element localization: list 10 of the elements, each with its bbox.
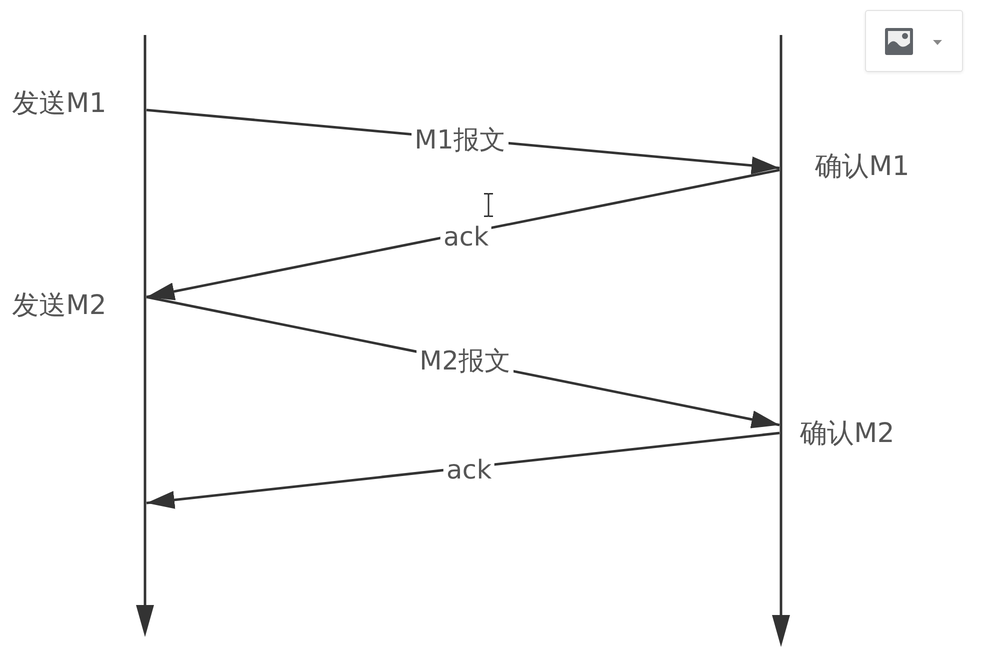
message-arrow [146,432,780,509]
event-label: 发送M1 [12,89,106,119]
timeline-arrow [771,35,791,647]
event-label: 确认M2 [800,419,894,449]
message-arrow [146,168,780,300]
timeline-arrow [135,35,155,637]
event-label: 发送M2 [12,291,106,321]
edge-label: M2报文 [416,348,514,376]
event-label: 确认M1 [815,152,910,182]
edge-label: M1报文 [412,126,508,156]
